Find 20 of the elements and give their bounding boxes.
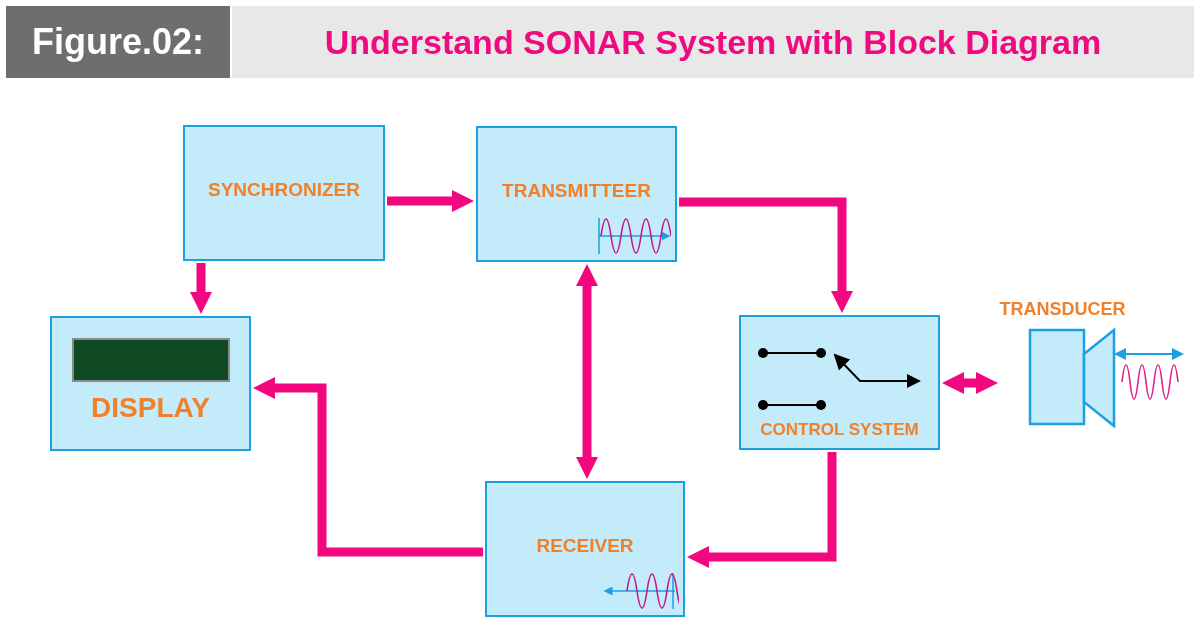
arrow (679, 197, 853, 313)
diagram-title: Understand SONAR System with Block Diagram (324, 21, 1102, 63)
block-box (183, 125, 385, 261)
figure-number: Figure.02: (31, 20, 204, 64)
block-box (50, 316, 251, 451)
block-label: TRANSDUCER (999, 300, 1126, 318)
arrow (576, 264, 598, 479)
block-box (476, 126, 677, 262)
arrow (387, 190, 474, 212)
block-label: TRANSMITTEER (502, 178, 651, 203)
arrow (942, 372, 998, 394)
arrow (687, 452, 837, 568)
block-box (485, 481, 685, 617)
block-label: RECEIVER (536, 533, 634, 558)
arrow (190, 263, 212, 314)
block-label: SYNCHRONIZER (208, 177, 360, 202)
arrow (253, 377, 483, 557)
block-label: DISPLAY (91, 391, 210, 425)
block-label: CONTROL SYSTEM (760, 418, 919, 441)
block-box (739, 315, 940, 450)
